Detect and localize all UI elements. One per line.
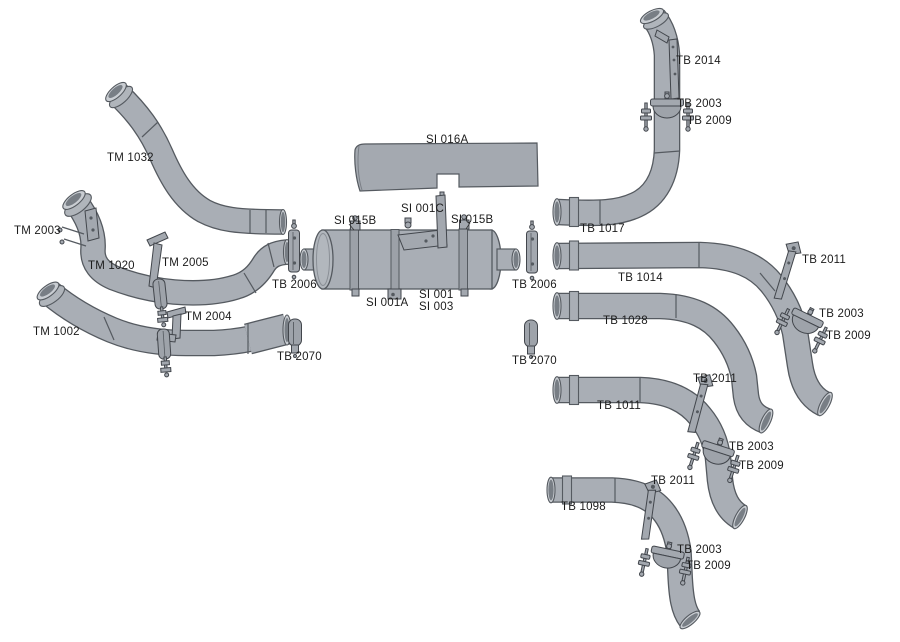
center-strap [387,229,402,300]
part-label-tb2011-mid: TB 2011 [693,373,738,385]
clamp-tb2006-right [526,220,538,281]
part-label-tb2003-bottom: TB 2003 [677,544,722,556]
part-label-tb2003-top: TB 2003 [677,98,722,110]
pipe-tb1028 [552,290,774,434]
part-label-si015b-right: SI 015B [451,214,494,226]
band-clamp-si015b-left [349,215,361,297]
part-label-si003: SI 003 [419,301,454,313]
part-label-tm2003: TM 2003 [14,225,61,237]
part-label-tm1032: TM 1032 [107,152,154,164]
band-clamp-si015b-right [458,214,470,297]
part-label-tb2009-bottom: TB 2009 [686,560,731,572]
part-label-tb2070-right: TB 2070 [512,355,557,367]
part-label-tb1011: TB 1011 [597,400,642,412]
pipe-tb1011 [552,374,748,530]
part-label-tb1017: TB 1017 [580,223,625,235]
hanger-bracket-tb2014 [654,29,680,100]
bracket-si001c [397,194,448,251]
part-label-tb2006-right: TB 2006 [512,279,557,291]
part-label-tb2006-left: TB 2006 [272,279,317,291]
part-label-tb1014: TB 1014 [618,272,663,284]
pipe-tb1014 [552,240,833,417]
pipe-tb1098 [546,475,701,630]
part-label-tb2009-top: TB 2009 [687,115,732,127]
part-label-si001c: SI 001C [401,203,444,215]
pipe-tb2014-tb1017 [552,7,681,228]
part-label-si016a: SI 016A [426,134,469,146]
part-label-tm2005: TM 2005 [162,257,209,269]
part-label-si001a: SI 001A [366,297,409,309]
part-label-tb1028: TB 1028 [603,315,648,327]
part-label-tm1020: TM 1020 [88,260,135,272]
part-label-tb2009-mid: TB 2009 [739,460,784,472]
part-label-tb2070-left: TB 2070 [277,351,322,363]
leader-line [348,223,355,231]
pipe-tm1032 [105,81,288,236]
part-label-tb2009-right: TB 2009 [826,330,871,342]
part-label-tb2011-bottom: TB 2011 [651,475,696,487]
pipe-tm2003-tm1020 [57,190,292,306]
part-label-si015b-left: SI 015B [334,215,377,227]
clamp-tb2006-left [288,219,300,280]
muffler-si001 [299,194,521,300]
part-label-tb2011-right: TB 2011 [802,254,847,266]
part-label-si001: SI 001 [419,289,454,301]
pipe-tm1002 [36,281,292,357]
flange-bracket-tm2003 [84,207,100,242]
clamp-tb2070-right [524,319,538,359]
heat-shield-si016a [354,142,539,204]
part-label-tm1002: TM 1002 [33,326,80,338]
part-label-tb2014: TB 2014 [676,55,721,67]
part-label-tb2003-right: TB 2003 [819,308,864,320]
part-label-tm2004: TM 2004 [185,311,232,323]
leader-line [465,222,471,230]
part-label-tb2003-mid: TB 2003 [729,441,774,453]
part-label-tb1098: TB 1098 [561,501,606,513]
